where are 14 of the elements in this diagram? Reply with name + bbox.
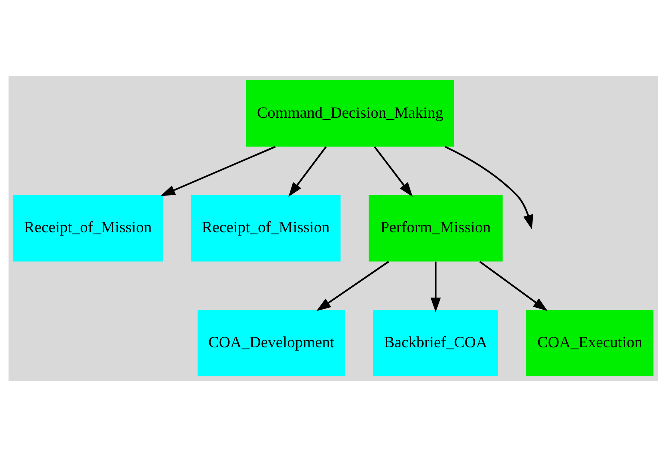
node-box: COA_Development [198, 310, 346, 376]
arrow [316, 261, 390, 312]
node-box: Receipt_of_Mission [191, 195, 341, 262]
arrow [160, 146, 276, 196]
arrow [374, 146, 413, 198]
arrow [288, 146, 327, 198]
arrow [480, 261, 548, 312]
node-box: Perform_Mission [368, 195, 503, 262]
arrow [445, 146, 534, 230]
node-box: Backbrief_COA [373, 310, 498, 376]
arrow [430, 262, 442, 312]
node-box: COA_Execution [526, 310, 654, 376]
node-box: Command_Decision_Making [246, 80, 454, 147]
node-box: Receipt_of_Mission [13, 195, 163, 262]
